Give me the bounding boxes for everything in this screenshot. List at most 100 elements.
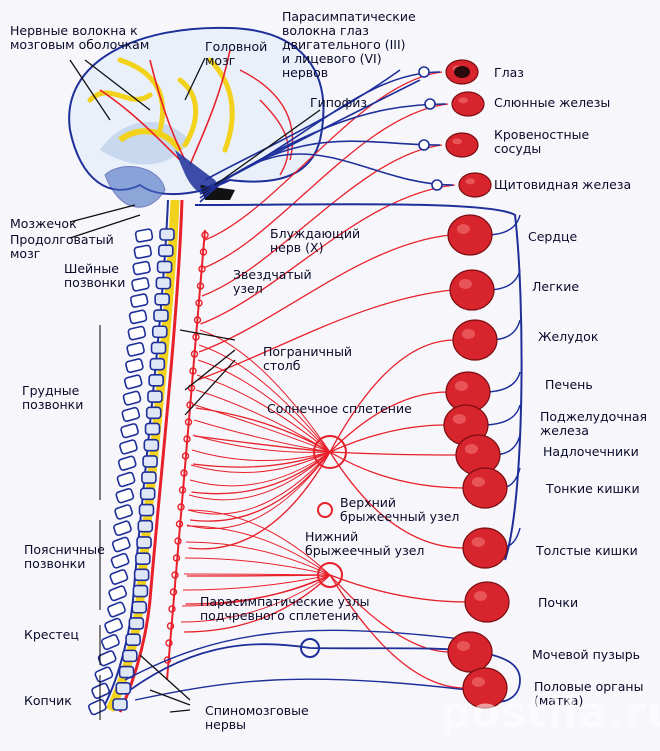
cranial-ganglion: [418, 66, 430, 78]
vertebra: [121, 406, 141, 422]
lumbar-fiber: [186, 525, 331, 576]
organ-shape: [445, 371, 491, 413]
splanchnic-fiber: [196, 374, 331, 453]
cranial-ganglion: [431, 179, 443, 191]
vertebra: [101, 633, 120, 651]
organ-label-reproductive: Половые органы (матка): [534, 679, 644, 708]
lumbar-fiber: [185, 541, 331, 576]
vertebra-body: [155, 276, 172, 290]
vertebra: [120, 423, 139, 439]
vertebra-body: [141, 471, 157, 484]
organ-label-large-intestine: Толстые кишки: [536, 543, 638, 558]
sympathetic-nerve: [183, 573, 466, 689]
vertebra-body: [147, 390, 163, 403]
organ-shape: [462, 527, 508, 569]
label-sympathetic-trunk: Пограничный столб: [263, 344, 353, 373]
lumbar-fiber: [180, 574, 331, 623]
vertebra-body: [144, 422, 161, 436]
inferior-mesenteric-node: [317, 562, 343, 588]
pelvic-nerve: [129, 643, 521, 703]
lumbar-fiber: [187, 509, 331, 576]
vertebra-body: [136, 536, 152, 549]
organ-shape: [447, 214, 493, 256]
vertebra: [110, 552, 130, 569]
vertebra-body: [138, 503, 155, 517]
label-solar-plexus: Солнечное сплетение: [267, 401, 412, 416]
lumbar-fiber: [181, 574, 331, 607]
vertebra-body: [148, 374, 164, 387]
label-pituitary: Гипофиз: [310, 95, 368, 110]
vertebra: [114, 504, 133, 520]
vertebra-body: [137, 519, 154, 533]
label-parasympathetic-eye-fibers: Парасимпатические волокна глаз двигатель…: [282, 9, 416, 80]
vertebra: [117, 455, 137, 471]
plexus-nodes: [300, 435, 347, 658]
splanchnic-fiber: [198, 344, 331, 453]
sympathetic-nerve: [201, 144, 443, 297]
label-hypogastric-ganglia: Парасимпатические узлы подчревного сплет…: [200, 594, 370, 623]
organ-shape: [455, 434, 501, 476]
vertebra: [128, 309, 148, 325]
splanchnic-fiber: [195, 389, 331, 453]
vertebra: [107, 601, 126, 618]
vertebra-body: [149, 357, 166, 371]
pelvic-nerve: [124, 629, 471, 681]
organ-shape: [458, 172, 492, 198]
pelvic-nerve: [134, 678, 469, 701]
vertebra-body: [139, 487, 156, 501]
watermark: postila.ru: [440, 688, 660, 737]
organ-label-stomach: Желудок: [538, 329, 599, 344]
vertebra: [134, 228, 154, 243]
organ-label-pancreas: Поджелудочная железа: [540, 409, 648, 438]
vertebra-body: [156, 260, 173, 274]
vertebra-body: [142, 455, 158, 468]
sympathetic-chain: [166, 229, 206, 681]
label-superior-mesenteric: Верхний брыжеечный узел: [340, 495, 460, 524]
vertebra-body: [125, 633, 141, 646]
label-medulla: Продолговатый мозг: [10, 232, 114, 261]
organ-label-liver: Печень: [545, 377, 593, 392]
organ-label-small-intestine: Тонкие кишки: [546, 481, 640, 496]
solar-plexus-node: [313, 435, 347, 469]
vertebra: [116, 471, 136, 488]
splanchnic-fiber: [186, 451, 331, 529]
vertebra-body: [131, 600, 148, 614]
vertebra-body: [153, 309, 169, 322]
vertebra-body: [115, 681, 132, 695]
lumbar-fiber: [182, 574, 331, 591]
vertebra: [125, 358, 144, 374]
label-vagus-nerve: Блуждающий нерв (X): [270, 226, 361, 255]
lumbar-fiber: [184, 557, 331, 576]
sympathetic-nerve: [204, 71, 443, 241]
vertebra: [94, 666, 114, 683]
cranial-ganglion: [418, 139, 430, 151]
organ-label-salivary: Слюнные железы: [494, 95, 611, 110]
organ-label-bladder: Мочевой пузырь: [532, 647, 641, 662]
vertebra: [122, 390, 142, 406]
organ-label-kidneys: Почки: [538, 595, 579, 610]
organ-shape: [462, 467, 508, 509]
vertebra: [113, 520, 132, 537]
lumbar-fiber: [183, 573, 331, 576]
label-lumbar-vertebrae: Поясничные позвонки: [24, 542, 105, 571]
vertebra: [111, 536, 131, 553]
organ-shape: [451, 91, 485, 117]
vertebra-body: [133, 568, 150, 582]
label-coccyx: Копчик: [24, 693, 72, 708]
vertebra: [131, 277, 150, 292]
vertebra-body: [154, 293, 170, 306]
vertebra-body: [132, 584, 149, 598]
label-nerve-fibers-meninges: Нервные волокна к мозговым оболочкам: [10, 23, 150, 52]
organ-shape: [462, 667, 508, 709]
splanchnic-fiber: [187, 451, 331, 515]
vertebra: [119, 439, 138, 455]
organ-shape: [445, 132, 479, 158]
eye-pupil: [454, 66, 470, 78]
splanchnic-fiber: [190, 451, 331, 474]
organ-label-adrenals: Надлочечники: [543, 444, 639, 459]
vertebra: [108, 585, 128, 602]
vertebra: [126, 341, 145, 357]
vertebra: [132, 260, 151, 276]
label-inferior-mesenteric: Нижний брыжеечный узел: [305, 529, 425, 558]
organ-shape: [464, 581, 510, 623]
